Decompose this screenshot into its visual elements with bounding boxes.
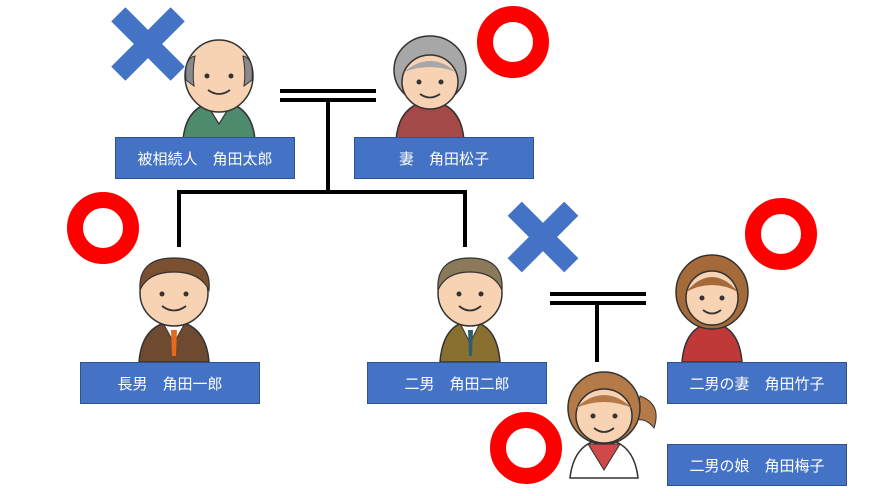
cross-icon — [507, 201, 579, 273]
second-son-wife-icon — [675, 254, 749, 363]
second-son-daughter-label: 二男の娘 角田梅子 — [667, 444, 847, 486]
second-son-wife-label: 二男の妻 角田竹子 — [667, 362, 847, 404]
second-son-icon — [437, 257, 503, 363]
circle-icon — [490, 412, 562, 484]
eldest-son-label: 長男 角田一郎 — [80, 362, 260, 404]
cross-icon — [111, 7, 185, 81]
grandfather-icon — [182, 39, 256, 141]
circle-icon — [67, 192, 139, 264]
second-son-daughter-icon — [567, 371, 657, 479]
eldest-son-icon — [138, 257, 210, 363]
second-son-label: 二男 角田二郎 — [367, 362, 547, 404]
circle-icon — [477, 6, 549, 78]
connector-lines — [177, 89, 646, 362]
grandmother-icon — [393, 35, 467, 141]
circle-icon — [745, 198, 817, 270]
deceased-label: 被相続人 角田太郎 — [115, 137, 295, 179]
wife-label: 妻 角田松子 — [354, 137, 534, 179]
